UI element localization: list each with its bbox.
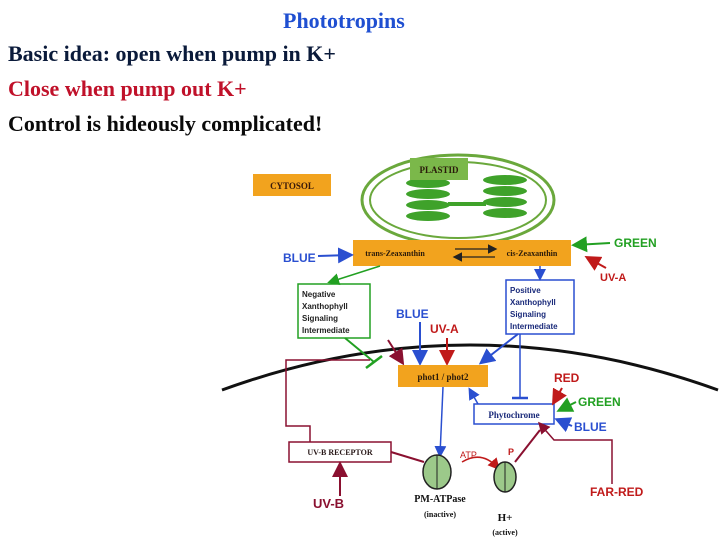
green-top-label: GREEN [614,236,657,250]
active-label: (active) [492,528,518,537]
negative-inhibitor-bar [365,355,383,369]
bullet-open-pump-in: Basic idea: open when pump in K+ [8,41,336,66]
phot-box [398,365,488,387]
p-label: P [508,447,514,457]
plastid-label: PLASTID [419,165,459,175]
stroma-lamella [448,202,486,206]
thylakoid-stack-left [406,178,450,221]
positive-line-3: Signaling [510,310,546,319]
negative-line-2: Xanthophyll [302,302,348,311]
negative-intermediate-text: Negative Xanthophyll Signaling Intermedi… [302,290,350,335]
phosphorylation-arrow [461,456,500,471]
cytosol-label: CYTOSOL [270,181,314,191]
pm-atpase-label: PM-ATPase [414,494,466,505]
uvb-label: UV-B [313,496,344,511]
cytosol-box [253,174,331,196]
positive-intermediate-text: Positive Xanthophyll Signaling Intermedi… [510,286,558,331]
green-right-label: GREEN [578,395,621,409]
positive-line-2: Xanthophyll [510,298,556,307]
thylakoid-stack-right [483,175,527,218]
blue-left-label: BLUE [283,251,316,265]
phot-label: phot1 / phot2 [417,372,469,382]
uva-right-label: UV-A [600,272,626,284]
negative-line-1: Negative [302,290,336,299]
blue-to-phytochrome-arrow [554,417,573,433]
phytochrome-to-phot-arrow [468,387,480,405]
receptor-to-atpase-inhibitor [390,451,425,463]
cis-zeaxanthin-label: cis-Zeaxanthin [507,249,558,258]
uvb-receptor-label: UV-B RECEPTOR [307,448,372,457]
red-label: RED [554,371,580,385]
positive-to-phot-arrow [478,333,519,365]
blue-mid-label: BLUE [396,307,429,321]
plasma-membrane [221,343,719,392]
positive-line-4: Intermediate [510,322,558,331]
uva-mid-label: UV-A [430,322,459,336]
uva-to-zeaxanthin-arrow [584,256,607,271]
green-to-phytochrome-arrow [556,397,577,412]
far-red-label: FAR-RED [590,485,644,499]
slide-title: Phototropins [283,8,405,33]
positive-line-1: Positive [510,286,541,295]
negative-line-3: Signaling [302,314,338,323]
far-red-to-phytochrome-path [538,421,613,484]
blue-to-zeaxanthin-arrow [317,247,354,264]
phytochrome-label: Phytochrome [488,410,539,420]
green-to-zeaxanthin-arrow [571,236,611,253]
bullet-control-complicated: Control is hideously complicated! [8,111,323,136]
blue-right-label: BLUE [574,420,607,434]
phytochrome-box [473,403,555,425]
negative-line-4: Intermediate [302,326,350,335]
dark-red-to-phot-arrow [387,339,405,366]
negative-inhibitor-line [344,337,375,363]
inactive-label: (inactive) [424,510,456,519]
h-plus-label: H+ [498,512,513,524]
zeaxanthin-to-negative-link [327,265,381,285]
receptor-to-phot-path [285,359,370,442]
bullet-close-pump-out: Close when pump out K+ [8,76,247,101]
positive-intermediate-box [505,279,575,335]
phot-to-atpase-arrow [434,386,447,458]
plastid-box [410,158,468,180]
phytochrome-to-atpase-inhibitor [514,429,541,463]
negative-intermediate-box [297,283,371,339]
red-to-phytochrome-arrow [552,387,567,406]
atp-label: ATP [460,450,477,460]
trans-zeaxanthin-label: trans-Zeaxanthin [365,249,425,258]
